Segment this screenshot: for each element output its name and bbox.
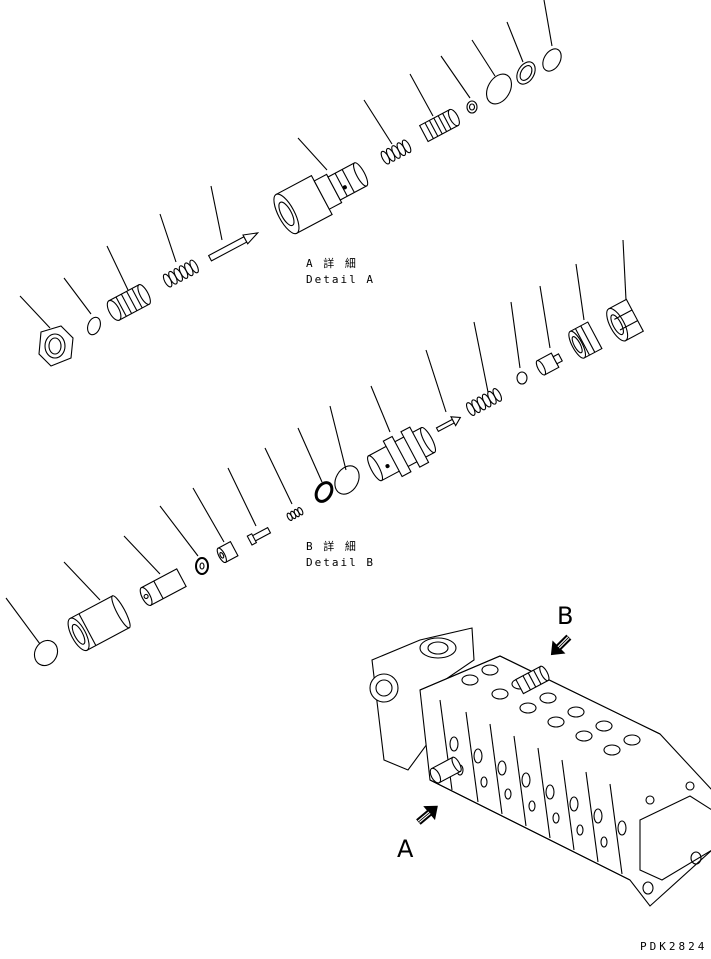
adjust-screw — [106, 284, 151, 321]
detail-a-subtitle: Detail A — [306, 273, 375, 286]
large-o-ring — [486, 73, 512, 105]
needle-pin — [207, 232, 260, 262]
arrow-a-icon — [416, 805, 438, 825]
small-o-ring — [87, 316, 101, 336]
spring-b-small — [286, 506, 304, 522]
cap-b — [568, 321, 603, 359]
detail-b-parts — [5, 239, 645, 667]
relief-valve-b — [515, 665, 550, 695]
detail-a-title: A 詳 細 — [306, 257, 358, 270]
housing-b — [67, 595, 131, 652]
backup-ring — [516, 61, 536, 85]
small-ring — [466, 100, 478, 114]
view-marker-a: A — [397, 835, 414, 863]
relief-valve-a — [429, 756, 462, 784]
detail-b-title: B 詳 細 — [306, 540, 358, 553]
valve-body-b — [367, 426, 437, 482]
poppet-b — [535, 352, 563, 376]
spring-upper — [380, 139, 412, 165]
detail-a-parts — [19, 0, 562, 367]
pin-b — [435, 416, 462, 433]
lock-nut-a — [38, 325, 74, 367]
lock-nut-b — [606, 298, 645, 342]
o-ring-b — [334, 465, 360, 495]
washer-b — [195, 557, 209, 575]
spring-b — [465, 388, 503, 416]
o-ring-b-small — [516, 371, 528, 385]
spring-a — [162, 259, 199, 288]
threaded-plug — [418, 108, 460, 143]
spool-b — [139, 568, 187, 607]
sleeve-b — [216, 540, 239, 564]
control-valve-assembly — [369, 627, 711, 907]
o-ring — [542, 48, 562, 72]
detail-b-subtitle: Detail B — [306, 556, 375, 569]
o-ring-b-large — [33, 639, 59, 667]
view-marker-b: B — [557, 602, 574, 630]
drawing-code: PDK2824 — [640, 940, 708, 953]
backup-ring-b — [314, 481, 334, 503]
valve-body-a — [273, 162, 369, 235]
arrow-b-icon — [550, 634, 572, 656]
pin-b-small — [246, 526, 272, 546]
